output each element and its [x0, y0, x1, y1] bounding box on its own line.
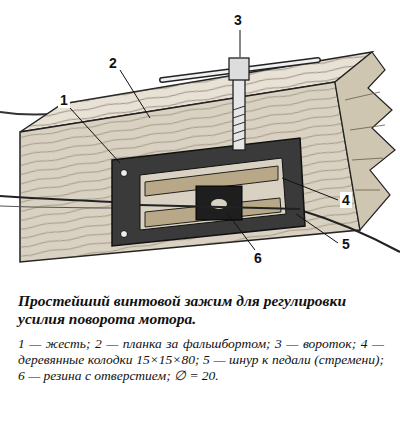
- batten-grain: [20, 82, 360, 262]
- leader-line: [120, 70, 150, 118]
- bracket-window: [140, 158, 286, 230]
- figure-caption: Простейший винтовой зажим для регулировк…: [18, 292, 348, 328]
- pedal-cord: [140, 205, 300, 209]
- callout-number: 1: [58, 92, 70, 108]
- screw-thread: [233, 106, 245, 142]
- rubber-pad: [196, 186, 242, 220]
- leader-line: [296, 214, 338, 243]
- batten-end: [335, 52, 395, 230]
- batten-front: [20, 82, 360, 262]
- wood-fibres: [345, 92, 385, 190]
- leader-line: [282, 178, 338, 200]
- screw-head: [229, 58, 249, 80]
- leader-line: [70, 108, 120, 163]
- callout-number: 2: [107, 55, 119, 71]
- leader-line: [240, 30, 241, 57]
- callout-number: 6: [252, 250, 264, 266]
- parts-legend-note: 1 — жесть; 2 — планка за фальшбортом; 3 …: [18, 336, 384, 384]
- rivet: [121, 231, 128, 238]
- rivet: [121, 170, 128, 177]
- tin-bracket: [112, 138, 305, 246]
- callout-number: 5: [340, 236, 352, 252]
- callout-number: 4: [340, 192, 352, 208]
- callout-number: 3: [232, 12, 244, 28]
- leader-line: [228, 214, 255, 250]
